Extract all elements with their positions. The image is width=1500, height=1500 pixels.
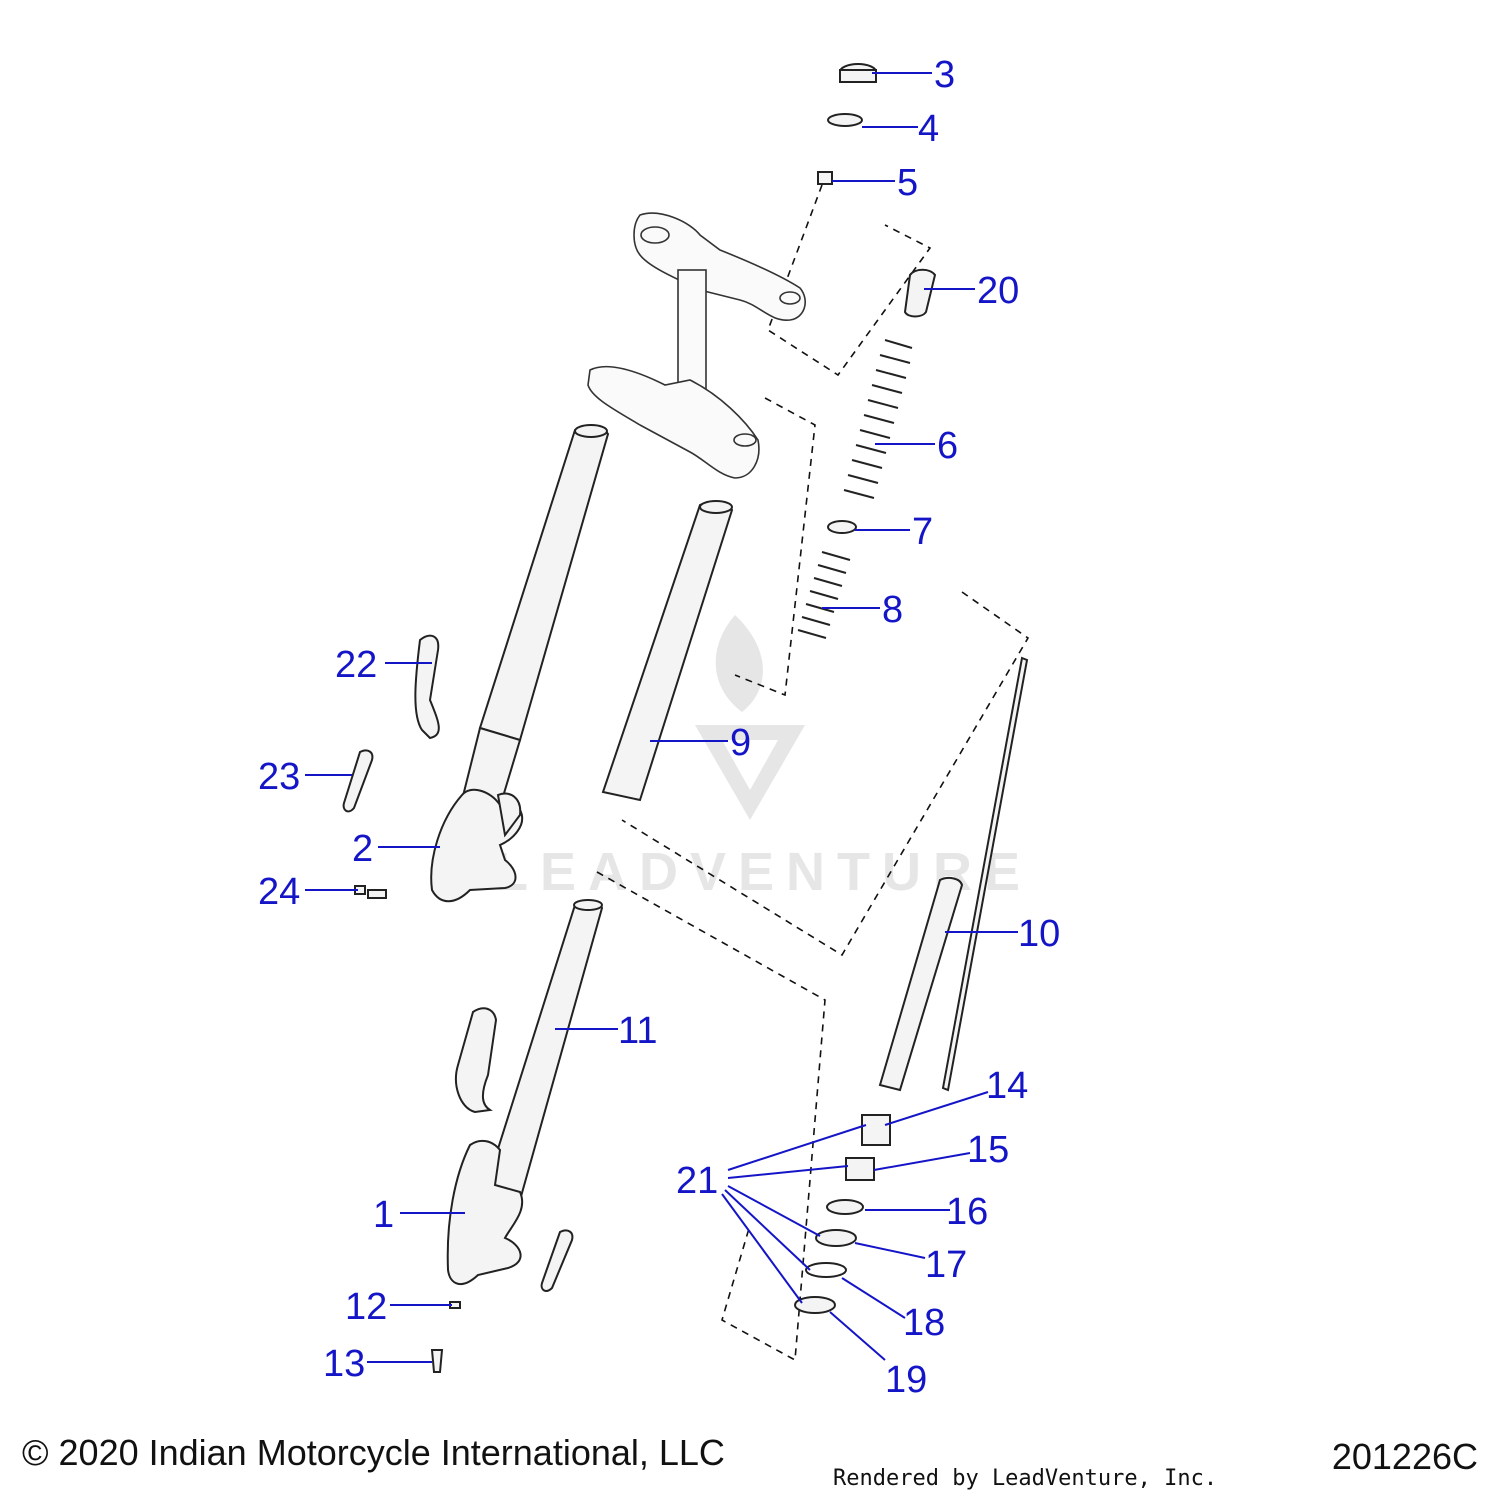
- part-19-dust-seal: [794, 1296, 836, 1314]
- tube-9-top: [699, 500, 733, 514]
- right-fork-assembly: [446, 899, 604, 1292]
- part-24-screw: [367, 889, 387, 899]
- part-20-spacer: [903, 268, 937, 318]
- clamp-hole: [779, 291, 801, 305]
- dashed-line-spring-to-tube: [734, 397, 816, 697]
- dashed-line-cap-to-spring: [767, 184, 932, 377]
- callout-9: 9: [730, 722, 751, 764]
- part-15-bushing: [845, 1157, 875, 1181]
- right-fork-slider: [446, 1139, 524, 1285]
- part-23-reflector: [342, 749, 374, 813]
- part-10-damper-rod: [941, 656, 1029, 1092]
- part-5-nut: [817, 171, 833, 185]
- upper-triple-clamp: [633, 212, 806, 321]
- leader-21-e: [721, 1193, 803, 1304]
- leader-18: [841, 1277, 906, 1319]
- leader-21-d: [724, 1189, 811, 1271]
- callout-7: 7: [912, 511, 933, 553]
- callout-23: 23: [258, 756, 300, 798]
- leader-17: [854, 1242, 926, 1259]
- clamp-hole: [733, 433, 757, 447]
- callout-20: 20: [977, 270, 1019, 312]
- left-upper-fork-tube: [478, 425, 610, 742]
- fork-guard-lower: [455, 1007, 498, 1114]
- part-4-oring: [827, 113, 863, 127]
- callout-15: 15: [967, 1129, 1009, 1171]
- leader-14: [884, 1091, 989, 1126]
- leader-lines: [305, 72, 1018, 1363]
- watermark-text: LEADVENTURE: [495, 842, 1032, 902]
- part-7-washer: [827, 520, 857, 534]
- dashed-line-lower: [596, 871, 826, 1362]
- right-upper-fork-tube: [483, 901, 604, 1202]
- leader-15: [873, 1152, 971, 1171]
- rendered-by-text: Rendered by LeadVenture, Inc.: [833, 1466, 1218, 1491]
- part-10-cartridge: [878, 876, 964, 1092]
- diagram-id: 201226C: [1331, 1436, 1478, 1477]
- clamp-hole: [640, 226, 670, 244]
- reflector-lower: [540, 1229, 574, 1292]
- small-parts: [342, 63, 1029, 1373]
- callout-19: 19: [885, 1359, 927, 1401]
- part-16-washer: [826, 1199, 864, 1215]
- callout-14: 14: [986, 1065, 1028, 1107]
- watermark-flame-icon: [715, 615, 763, 712]
- assembly-dashed-lines: [596, 184, 1030, 1362]
- tube-11-top: [573, 899, 603, 911]
- steering-stem: [677, 269, 707, 391]
- callout-22: 22: [335, 644, 377, 686]
- callout-3: 3: [934, 54, 955, 96]
- callout-10: 10: [1018, 913, 1060, 955]
- callout-21: 21: [676, 1160, 718, 1202]
- callout-5: 5: [897, 162, 918, 204]
- part-18-clip: [805, 1262, 847, 1278]
- leader-21-b: [727, 1165, 849, 1179]
- callout-17: 17: [925, 1244, 967, 1286]
- callout-11: 11: [618, 1010, 657, 1052]
- slider-mount: [496, 792, 522, 838]
- callout-1: 1: [373, 1194, 394, 1236]
- watermark-v-icon: [695, 725, 805, 820]
- part-22-fork-guard: [414, 634, 440, 740]
- part-8-secondary-spring: [797, 551, 851, 639]
- callout-13: 13: [323, 1343, 365, 1385]
- part-14-bushing: [861, 1114, 891, 1146]
- leader-21-c: [727, 1185, 821, 1237]
- lower-triple-clamp: [587, 365, 760, 479]
- callout-4: 4: [918, 108, 939, 150]
- callout-24: 24: [258, 871, 300, 913]
- callout-16: 16: [946, 1191, 988, 1233]
- part-3-body: [839, 69, 877, 83]
- dashed-line-cartridge: [621, 591, 1030, 957]
- callout-8: 8: [882, 589, 903, 631]
- left-fork-assembly: [430, 424, 610, 903]
- leader-21-a: [727, 1124, 867, 1171]
- fork-tube-9: [601, 500, 734, 802]
- part-17-seal: [815, 1229, 857, 1247]
- part-13-bolt: [430, 1349, 444, 1373]
- callout-12: 12: [345, 1286, 387, 1328]
- callout-numbers: 3 4 5 20 6 7 8 9 10 11 22 23 2 24 1 12 1…: [258, 54, 1060, 1401]
- leadventure-watermark: LEADVENTURE: [495, 615, 1032, 902]
- part-6-main-spring: [843, 339, 913, 499]
- callout-2: 2: [352, 828, 373, 870]
- copyright-text: © 2020 Indian Motorcycle International, …: [22, 1432, 725, 1473]
- triple-clamp: [587, 212, 806, 479]
- callout-18: 18: [903, 1302, 945, 1344]
- callout-6: 6: [937, 425, 958, 467]
- leader-19: [829, 1311, 886, 1361]
- left-tube-top: [574, 424, 608, 438]
